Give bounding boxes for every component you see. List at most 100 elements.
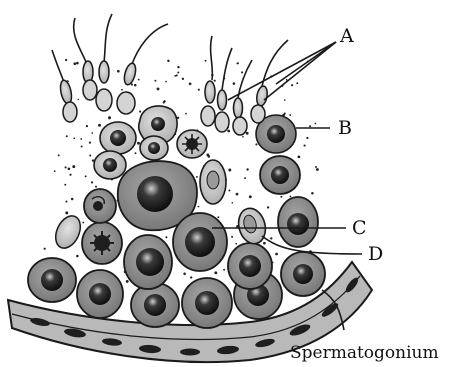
stipple-dot [139, 111, 141, 113]
stipple-dot [117, 70, 120, 73]
secondary-spermatocyte-cell [84, 189, 116, 223]
stipple-dot [68, 167, 71, 170]
primary-spermatocyte-cell [173, 213, 227, 271]
stipple-dot [290, 196, 292, 198]
stipple-dot [228, 169, 231, 172]
stipple-dot [72, 165, 75, 168]
stipple-dot [65, 211, 68, 214]
secondary-spermatocyte-cell [260, 156, 300, 194]
stipple-dot [214, 80, 216, 82]
stipple-dot [69, 174, 71, 176]
stipple-dot [309, 125, 311, 127]
sperm [251, 40, 288, 123]
stipple-dot [190, 276, 192, 278]
stipple-dot [134, 84, 137, 87]
stipple-dot [66, 135, 68, 137]
stipple-dot [89, 142, 91, 144]
stipple-dot [233, 82, 236, 85]
stipple-dot [126, 280, 129, 283]
secondary-spermatocyte-cell [278, 197, 318, 247]
primary-spermatocyte-cell [124, 235, 172, 289]
stipple-dot [227, 130, 230, 133]
stipple-dot [304, 145, 306, 147]
spermatid-cell [140, 136, 168, 160]
stipple-dot [65, 166, 67, 168]
stipple-dot [198, 89, 200, 91]
stipple-dot [284, 99, 286, 101]
stipple-dot [76, 62, 79, 65]
stipple-dot [267, 206, 269, 208]
stipple-dot [183, 273, 186, 276]
stipple-dot [98, 124, 101, 127]
spermatogonium-cell [281, 252, 325, 296]
leader-a-2 [264, 42, 336, 100]
stipple-dot [246, 168, 248, 170]
stipple-dot [54, 170, 56, 172]
spermatogonium-cell [182, 278, 232, 328]
stipple-dot [89, 155, 91, 157]
spermatogonium-cell [28, 258, 76, 302]
stipple-dot [44, 248, 46, 250]
spermatid-cell-d [235, 205, 269, 247]
sperm [117, 24, 168, 114]
stipple-dot [198, 206, 200, 208]
stipple-dot [284, 113, 286, 115]
stipple-dot [231, 202, 233, 204]
stipple-dot [137, 142, 140, 145]
spermatogonium-cell [131, 283, 179, 327]
stipple-dot [296, 82, 298, 84]
leader-a-1 [228, 42, 336, 100]
stipple-dot [249, 195, 252, 198]
spermatid-cell [100, 122, 136, 154]
stipple-dot [65, 59, 67, 61]
stipple-dot [73, 62, 76, 65]
stipple-dot [174, 75, 176, 77]
sperm [52, 50, 77, 122]
stipple-dot [138, 79, 140, 81]
spermatid-cell [94, 151, 126, 179]
stipple-dot [167, 60, 169, 62]
stipple-dot [205, 60, 207, 62]
label-spermatogonium: Spermatogonium [290, 343, 439, 363]
label-b: B [338, 117, 352, 139]
stipple-dot [76, 255, 79, 258]
label-a: A [339, 25, 354, 47]
stipple-dot [289, 114, 291, 116]
stipple-dot [135, 152, 137, 154]
stipple-dot [82, 222, 84, 224]
stipple-dot [206, 154, 209, 157]
stipple-dot [81, 146, 83, 148]
stipple-dot [241, 71, 243, 73]
stipple-dot [217, 216, 219, 218]
stipple-dot [58, 154, 60, 156]
stipple-dot [85, 175, 87, 177]
stipple-dot [255, 143, 257, 145]
sperm [233, 60, 252, 135]
stipple-dot [64, 184, 66, 186]
stipple-dot [177, 66, 179, 68]
stipple-dot [121, 89, 123, 91]
stipple-dot [231, 236, 233, 238]
sperm [215, 48, 232, 132]
stipple-dot [270, 237, 272, 239]
spermatogonium-cell [77, 270, 123, 318]
sperm [96, 14, 112, 111]
spermatid-cell [200, 160, 226, 204]
label-c: C [352, 217, 367, 239]
sperm [201, 36, 215, 126]
stipple-dot [80, 138, 82, 140]
stipple-dot [189, 82, 192, 85]
stipple-dot [228, 190, 230, 192]
stipple-dot [242, 136, 244, 138]
stipple-dot [182, 78, 184, 80]
dividing-spermatid-cell [177, 130, 207, 158]
stipple-dot [291, 84, 293, 86]
stipple-dot [236, 63, 238, 65]
stipple-dot [108, 116, 111, 119]
primary-spermatocyte-cell [228, 243, 272, 289]
stipple-dot [185, 113, 187, 115]
dividing-spermatocyte-cell [82, 222, 122, 264]
stipple-dot [298, 156, 301, 159]
stipple-dot [165, 236, 167, 238]
